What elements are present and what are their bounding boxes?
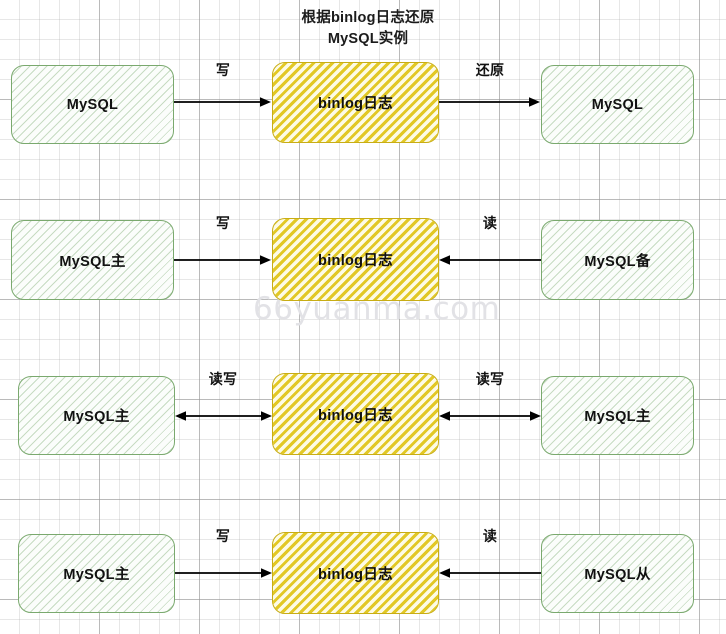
arrow-row1-right-label: 还原	[475, 62, 505, 78]
node-label: binlog日志	[318, 96, 393, 112]
arrow-row3-left	[175, 410, 272, 422]
arrow-row4-right	[439, 567, 541, 579]
arrow-row1-left	[174, 96, 272, 108]
node-row3-left[interactable]: MySQL主	[18, 376, 175, 455]
diagram-title-line-1: 根据binlog日志还原	[301, 10, 435, 26]
node-row3-right[interactable]: MySQL主	[541, 376, 694, 455]
node-row2-right[interactable]: MySQL备	[541, 220, 694, 300]
arrow-row3-left-label: 读写	[208, 371, 238, 387]
node-row4-center[interactable]: binlog日志	[272, 532, 439, 614]
node-label: MySQL主	[584, 409, 651, 425]
node-row1-center[interactable]: binlog日志	[272, 62, 439, 143]
node-row4-right[interactable]: MySQL从	[541, 534, 694, 613]
node-row1-right[interactable]: MySQL	[541, 65, 694, 144]
arrow-row3-right	[439, 410, 541, 422]
node-label: MySQL主	[63, 567, 130, 583]
arrow-row4-left-label: 写	[215, 528, 231, 544]
arrow-row2-left-label: 写	[215, 215, 231, 231]
node-row4-left[interactable]: MySQL主	[18, 534, 175, 613]
arrow-row1-left-label: 写	[215, 62, 231, 78]
node-row3-center[interactable]: binlog日志	[272, 373, 439, 455]
node-label: binlog日志	[318, 566, 393, 583]
node-label: MySQL主	[63, 409, 130, 425]
node-label: MySQL从	[584, 567, 651, 583]
node-row2-center[interactable]: binlog日志	[272, 218, 439, 301]
arrow-row2-right	[439, 254, 541, 266]
node-label: MySQL	[66, 96, 119, 113]
diagram-title: 根据binlog日志还原 MySQL实例	[253, 8, 483, 50]
node-label: binlog日志	[318, 407, 393, 424]
arrow-row2-left	[174, 254, 272, 266]
arrow-row4-right-label: 读	[482, 528, 498, 544]
node-label: MySQL备	[584, 253, 651, 270]
arrow-row4-left	[175, 567, 272, 579]
node-row2-left[interactable]: MySQL主	[11, 220, 174, 300]
diagram-title-line-2: MySQL实例	[327, 31, 409, 48]
arrow-row1-right	[439, 96, 541, 108]
node-label: MySQL主	[59, 253, 126, 270]
node-row1-left[interactable]: MySQL	[11, 65, 174, 144]
arrow-row3-right-label: 读写	[475, 371, 505, 387]
arrow-row2-right-label: 读	[482, 215, 498, 231]
node-label: binlog日志	[318, 253, 393, 269]
node-label: MySQL	[591, 96, 644, 113]
